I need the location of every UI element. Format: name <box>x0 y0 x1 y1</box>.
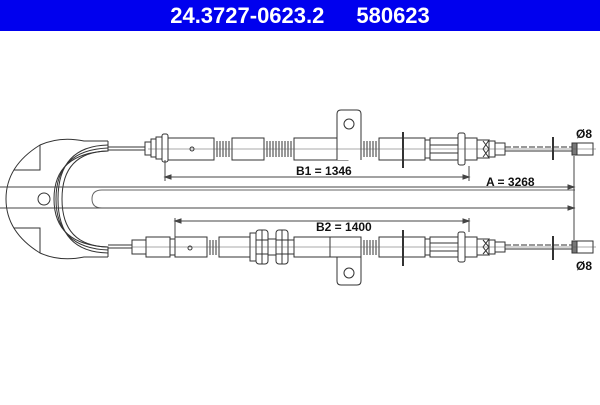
cable-diagram: B1 = 1346 A = 3268 B2 = 1400 Ø8 Ø8 <box>0 31 600 400</box>
dimension-b2-label: B2 = 1400 <box>316 220 372 234</box>
bottom-cable <box>108 229 596 286</box>
cable-loop-outline <box>91 189 575 209</box>
dimension-b1-label: B1 = 1346 <box>296 164 352 178</box>
diameter-bottom-label: Ø8 <box>576 259 592 273</box>
top-cable <box>108 109 596 168</box>
diameter-top-label: Ø8 <box>576 127 592 141</box>
dimension-lines <box>0 156 576 240</box>
part-number: 24.3727-0623.2 <box>170 2 325 28</box>
equalizer-bracket <box>5 138 109 260</box>
dimension-a-label: A = 3268 <box>486 175 535 189</box>
reference-number: 580623 <box>356 2 430 28</box>
title-bar: 24.3727-0623.2 580623 <box>0 0 600 31</box>
